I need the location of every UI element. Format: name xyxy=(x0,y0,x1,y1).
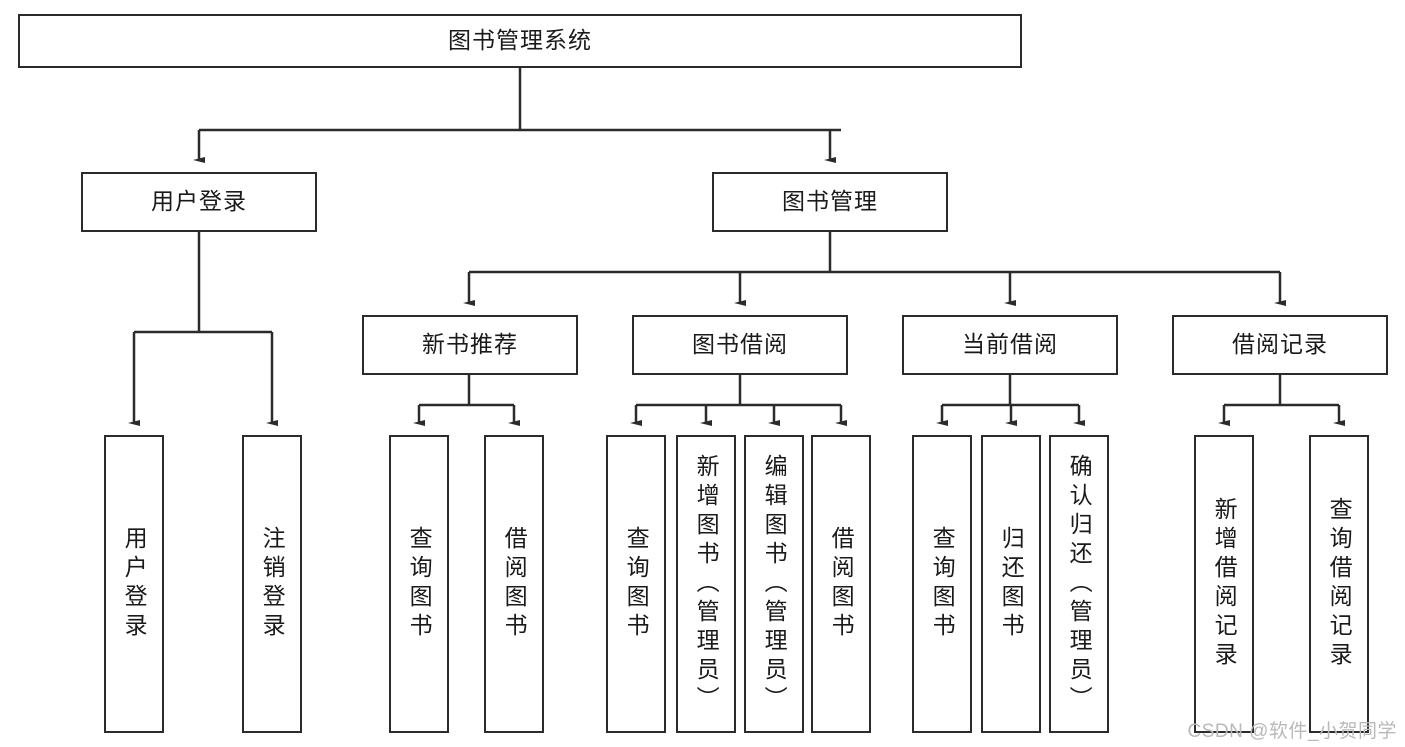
leaf-cb-query-book-label: 查询图书 xyxy=(929,526,956,642)
leaf-bb-add-book-label: 新增图书（管理员） xyxy=(693,453,720,715)
leaf-user-login[interactable]: 用户登录 xyxy=(104,435,164,733)
leaf-cb-confirm-return[interactable]: 确认归还（管理员） xyxy=(1049,435,1109,733)
leaf-cb-query-book[interactable]: 查询图书 xyxy=(912,435,972,733)
leaf-nb-query-book-label: 查询图书 xyxy=(406,526,433,642)
node-new-book-recommend-label: 新书推荐 xyxy=(422,331,518,358)
node-current-borrow[interactable]: 当前借阅 xyxy=(902,315,1118,375)
leaf-user-login-label: 用户登录 xyxy=(121,526,148,642)
node-new-book-recommend[interactable]: 新书推荐 xyxy=(362,315,578,375)
leaf-br-query-record[interactable]: 查询借阅记录 xyxy=(1309,435,1369,733)
leaf-br-add-record[interactable]: 新增借阅记录 xyxy=(1194,435,1254,733)
leaf-br-query-record-label: 查询借阅记录 xyxy=(1326,497,1353,671)
leaf-cb-return-book[interactable]: 归还图书 xyxy=(981,435,1041,733)
node-book-management[interactable]: 图书管理 xyxy=(712,172,948,232)
node-user-login-label: 用户登录 xyxy=(151,188,247,215)
leaf-nb-borrow-book-label: 借阅图书 xyxy=(501,526,528,642)
leaf-bb-borrow-book[interactable]: 借阅图书 xyxy=(811,435,871,733)
leaf-cb-return-book-label: 归还图书 xyxy=(998,526,1025,642)
node-borrow-record-label: 借阅记录 xyxy=(1232,331,1328,358)
node-borrow-record[interactable]: 借阅记录 xyxy=(1172,315,1388,375)
node-root-system[interactable]: 图书管理系统 xyxy=(18,14,1022,68)
node-current-borrow-label: 当前借阅 xyxy=(962,331,1058,358)
leaf-bb-query-book[interactable]: 查询图书 xyxy=(606,435,666,733)
node-book-borrow-label: 图书借阅 xyxy=(692,331,788,358)
leaf-logout[interactable]: 注销登录 xyxy=(242,435,302,733)
node-root-label: 图书管理系统 xyxy=(448,27,592,54)
leaf-bb-query-book-label: 查询图书 xyxy=(623,526,650,642)
leaf-nb-query-book[interactable]: 查询图书 xyxy=(389,435,449,733)
node-user-login[interactable]: 用户登录 xyxy=(81,172,317,232)
node-book-management-label: 图书管理 xyxy=(782,188,878,215)
node-book-borrow[interactable]: 图书借阅 xyxy=(632,315,848,375)
leaf-bb-borrow-book-label: 借阅图书 xyxy=(828,526,855,642)
leaf-bb-edit-book[interactable]: 编辑图书（管理员） xyxy=(744,435,804,733)
csdn-watermark: CSDN @软件_小贺同学 xyxy=(1187,721,1397,742)
leaf-logout-label: 注销登录 xyxy=(259,526,286,642)
leaf-bb-edit-book-label: 编辑图书（管理员） xyxy=(761,453,788,715)
leaf-br-add-record-label: 新增借阅记录 xyxy=(1211,497,1238,671)
leaf-cb-confirm-return-label: 确认归还（管理员） xyxy=(1066,453,1093,715)
leaf-bb-add-book[interactable]: 新增图书（管理员） xyxy=(676,435,736,733)
leaf-nb-borrow-book[interactable]: 借阅图书 xyxy=(484,435,544,733)
